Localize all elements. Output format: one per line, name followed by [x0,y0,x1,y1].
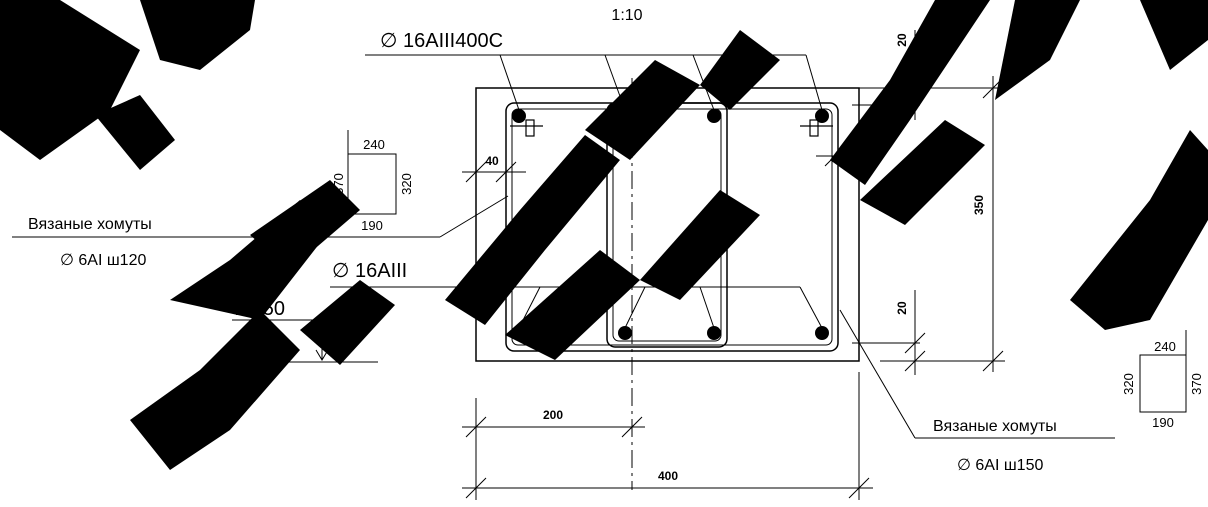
dim-width: 400 [658,469,678,483]
dim-right40-tick1 [824,145,846,167]
stirrup-left-bottom: 190 [361,218,383,233]
dim-height: 350 [972,195,986,215]
elevation-lower: 2.950 [235,298,285,320]
watermark-stroke-8 [445,135,620,325]
beam-section [475,78,920,490]
dim-bot20-tick1 [904,332,926,354]
stirrup-inner-inner [612,108,722,342]
elevation-arrow [315,349,329,361]
dim-left40-tick1 [465,161,487,183]
bar-top-center [618,109,632,123]
dim-left40-tick2 [495,161,517,183]
bar-top-left [512,109,526,123]
stirrup-inner [606,102,728,348]
watermark-stroke-17 [1140,0,1208,70]
dim-half-width: 200 [543,408,563,422]
dim-400-tick-right [848,477,870,499]
watermark-text-2: ср [0,0,204,172]
watermark-stroke-2 [95,95,175,170]
elevation-mark [232,319,378,363]
watermark-stroke-7 [300,280,395,365]
watermark-stroke-4 [130,310,300,470]
hook-symbols [510,119,833,137]
bar-bottom-right [815,326,829,340]
dim-bottom-cover: 20 [895,301,909,315]
hook-right-box [809,119,819,137]
rebar-bars [512,109,829,340]
leader-bottom-3 [699,286,715,329]
callout-stirrups-left-title: Вязаные хомуты [28,216,152,233]
watermark-stroke-16 [1070,130,1208,330]
watermark-stroke-14 [860,120,985,225]
leader-lines [12,54,1115,439]
leader-top-3 [692,54,715,111]
stirrup-left-right: 320 [399,173,414,195]
callout-top-rebar: ∅ 16AIII400C [380,30,503,52]
callout-stirrups-right-spec: ∅ 6AI ш150 [957,457,1043,474]
stirrup-schematic-left: 240 370 320 190 [331,130,414,233]
beam-outline [475,87,860,362]
bar-bottom-left [512,326,526,340]
leader-bottom-4 [799,286,823,329]
stirrup-right-bottom: 190 [1152,415,1174,430]
stirrup-schematic-right-box [1139,354,1187,413]
dim-top-cover: 20 [895,33,909,47]
dim-200-tick-left [465,416,487,438]
stirrup-schematic-right: 240 320 370 190 [1121,330,1204,430]
hook-left-box [525,119,535,137]
dim-top20-tick2 [904,94,926,116]
bar-bottom-mid [707,326,721,340]
leader-top-2 [604,54,626,111]
leader-bottom-2 [624,286,646,329]
dim-top20-tick1 [904,77,926,99]
stirrup-left-top: 240 [363,137,385,152]
dim-right-offset: 40 [842,139,856,153]
leader-top-4 [805,54,823,111]
callout-stirrups-left-spec: ∅ 6AI ш120 [60,252,146,269]
scale-label: 1:10 [611,7,642,24]
leader-stirrup-right-d [839,309,916,439]
watermark-stroke-12 [700,30,780,110]
dim-400-tick-left [465,477,487,499]
dim-right40-tick2 [849,145,871,167]
dim-200-tick-right [621,416,643,438]
dim-height-tick-top [982,77,1004,99]
watermark-stroke-1 [0,0,140,160]
watermark-stroke-6 [250,180,360,270]
watermark-stroke-10 [585,60,700,160]
stirrup-right-right: 370 [1189,373,1204,395]
watermark-stroke-11 [640,190,760,300]
leader-bottom-1 [518,286,541,329]
dim-bot20-tick2 [904,350,926,372]
dimension-lines [462,30,1005,500]
stirrup-left-left: 370 [331,173,346,195]
bar-bottom-center [618,326,632,340]
callout-bottom-rebar: ∅ 16AIII [332,260,407,282]
stirrup-right-left: 320 [1121,373,1136,395]
elevation-upper: 6.250 [235,269,285,291]
dim-left-offset: 40 [485,154,499,168]
leader-stirrup-left-d [439,195,509,238]
stirrup-schematic-left-box [347,153,397,215]
stirrup-right-top: 240 [1154,339,1176,354]
watermark-stroke-3 [140,0,255,70]
dim-height-tick-bottom [982,350,1004,372]
leader-top-1 [499,54,520,111]
callout-stirrups-right-title: Вязаные хомуты [933,418,1057,435]
bar-top-mid [707,109,721,123]
watermark-stroke-15 [995,0,1080,100]
